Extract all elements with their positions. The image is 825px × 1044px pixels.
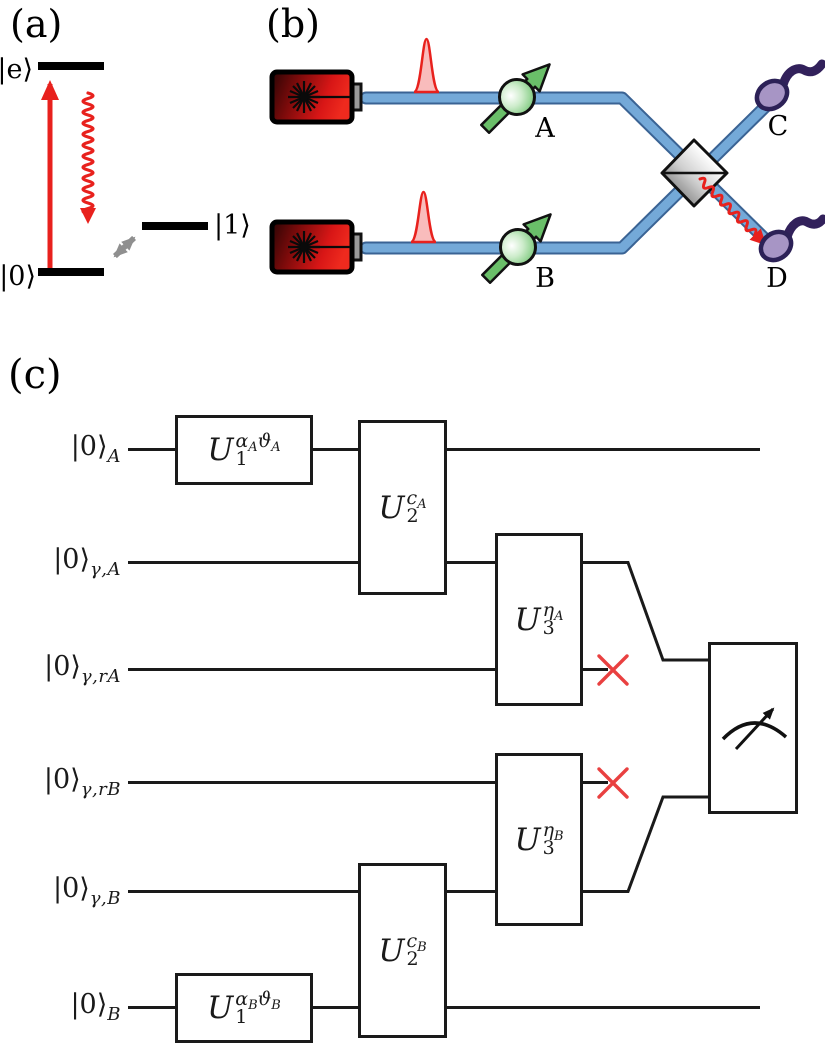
beam-path-b bbox=[359, 99, 773, 255]
beamsplitter-icon bbox=[660, 138, 729, 208]
ket-1-label: |1⟩ bbox=[214, 210, 251, 241]
wire-B bbox=[310, 1006, 361, 1009]
wire-label-gA: |0⟩γ,A bbox=[53, 544, 121, 580]
level-0-bar bbox=[38, 268, 104, 276]
wire-gA bbox=[128, 561, 361, 564]
discard-x-icon bbox=[597, 654, 629, 686]
wire-B bbox=[128, 1006, 178, 1009]
wire-gB bbox=[444, 890, 498, 893]
connector-gA-to-meter bbox=[580, 561, 708, 662]
laser-b-icon bbox=[269, 219, 363, 275]
level-1-bar bbox=[142, 222, 208, 230]
beam-path-a bbox=[359, 91, 773, 247]
connector-gB-to-meter bbox=[580, 795, 708, 893]
measurement-meter-icon bbox=[721, 707, 788, 751]
wire-gA bbox=[444, 561, 498, 564]
discard-x-icon bbox=[597, 767, 629, 799]
level-e-bar bbox=[38, 62, 104, 70]
laser-a-icon bbox=[269, 69, 363, 125]
qubit-coupling-arrow-icon bbox=[113, 236, 136, 258]
panel-a-tag: (a) bbox=[10, 2, 63, 46]
wire-label-grB: |0⟩γ,rB bbox=[43, 764, 121, 800]
light-pulse-b-icon bbox=[409, 190, 438, 244]
ket-e-label: |e⟩ bbox=[0, 54, 33, 85]
photon-wavy-arrow-icon bbox=[698, 176, 767, 246]
circuit-overlay bbox=[580, 561, 788, 893]
wire-label-A: |0⟩A bbox=[70, 431, 121, 467]
wire-grB bbox=[128, 781, 498, 784]
wire-A bbox=[310, 448, 361, 451]
detector-c-label: C bbox=[768, 111, 789, 142]
photodetector-c-icon bbox=[754, 59, 825, 112]
photodetector-d-icon bbox=[758, 214, 825, 263]
level-diagram: |e⟩ |0⟩ |1⟩ bbox=[0, 54, 251, 292]
ket-0-label: |0⟩ bbox=[0, 261, 36, 292]
atom-a-label: A bbox=[534, 113, 555, 144]
wire-gB bbox=[128, 890, 361, 893]
wire-A bbox=[444, 448, 760, 451]
detector-d-label: D bbox=[766, 263, 788, 294]
spin-atom-a-icon bbox=[480, 63, 551, 134]
wire-A bbox=[128, 448, 178, 451]
spin-atom-b-icon bbox=[481, 213, 552, 284]
wire-B bbox=[444, 1006, 760, 1009]
wire-label-gB: |0⟩γ,B bbox=[52, 873, 121, 909]
panel-c-tag: (c) bbox=[8, 352, 62, 398]
emission-wavy-arrow-icon bbox=[80, 91, 96, 224]
optical-setup: A B C D bbox=[269, 37, 825, 294]
atom-b-label: B bbox=[535, 263, 555, 294]
measurement-box bbox=[708, 642, 798, 814]
wire-grA bbox=[128, 668, 498, 671]
light-pulse-a-icon bbox=[412, 37, 441, 94]
panel-b-tag: (b) bbox=[266, 2, 320, 46]
wire-label-grA: |0⟩γ,rA bbox=[44, 651, 121, 687]
wire-label-B: |0⟩B bbox=[70, 989, 121, 1025]
